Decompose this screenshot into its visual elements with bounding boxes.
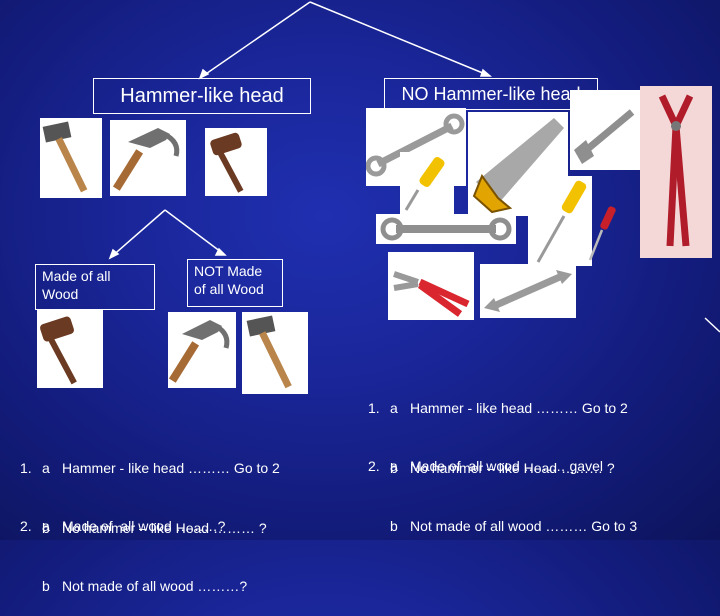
key-letter: a	[390, 400, 398, 416]
sledge-hammer-icon	[246, 315, 292, 389]
claw-hammer-icon	[112, 128, 180, 191]
box-wrench-card	[376, 214, 516, 244]
sledge-hammer-card	[40, 118, 102, 198]
gavel-icon	[40, 316, 77, 385]
adjustable-wrench-card	[570, 90, 640, 170]
sledge-hammer-card-2	[242, 312, 308, 394]
box-made-of-wood: Made of all Wood	[35, 264, 155, 310]
red-pliers-icon	[393, 271, 470, 317]
key-text: No hammer – like Head ……… ?	[410, 460, 615, 476]
key-letter: a	[42, 460, 50, 476]
red-screwdriver-card	[582, 204, 622, 264]
key-left-2: 2. a Made of all wood ………? b Not made of…	[20, 476, 247, 616]
key-text: Not made of all wood ……… Go to 3	[410, 518, 638, 534]
key-text: No hammer – like Head ……… ?	[62, 520, 267, 536]
key-letter: b	[42, 520, 50, 536]
key-number: 2.	[368, 458, 380, 474]
box-made-of-wood-label: Made of all Wood	[42, 268, 111, 302]
red-pliers-card	[388, 252, 474, 320]
key-right-1: 1. a Hammer - like head ……… Go to 2 b No…	[368, 358, 628, 498]
key-letter: b	[390, 460, 398, 476]
key-number: 1.	[368, 400, 380, 416]
pliers-icon	[658, 94, 694, 247]
gavel-card	[205, 128, 267, 196]
key-left-1: 1. a Hammer - like head ……… Go to 2 b No…	[20, 418, 280, 558]
claw-hammer-icon	[168, 320, 230, 383]
screwdriver-icon	[404, 157, 445, 211]
claw-hammer-card	[110, 120, 186, 196]
gavel-icon	[210, 132, 244, 193]
key-letter: b	[390, 518, 398, 534]
wrench-icon	[366, 113, 465, 177]
box-not-made-of-wood: NOT Made of all Wood	[187, 259, 283, 307]
key-right-2: 2. a Made of all wood ……… gavel b Not ma…	[368, 416, 637, 556]
box-wrench-icon	[380, 217, 512, 241]
open-wrench-icon	[484, 270, 572, 312]
gavel-card-2	[37, 310, 103, 388]
box-hammer-like: Hammer-like head	[93, 78, 311, 114]
key-text: Not made of all wood ………?	[62, 578, 248, 594]
key-text: Hammer - like head ……… Go to 2	[410, 400, 628, 416]
box-no-hammer-like-label: NO Hammer-like head	[401, 83, 581, 104]
key-text: Made of all wood ………?	[62, 518, 226, 534]
key-text: Made of all wood ……… gavel	[410, 458, 603, 474]
box-not-made-of-wood-label: NOT Made of all Wood	[194, 263, 264, 297]
open-wrench-card	[480, 264, 576, 318]
claw-hammer-card-2	[168, 312, 236, 388]
sledge-hammer-icon	[42, 121, 88, 193]
adjustable-wrench-icon	[574, 109, 635, 164]
key-letter: b	[42, 578, 50, 594]
key-letter: a	[390, 458, 398, 474]
hand-saw-icon	[472, 118, 564, 214]
key-number: 2.	[20, 518, 32, 534]
key-letter: a	[42, 518, 50, 534]
tree-lines	[0, 0, 720, 540]
key-text: Hammer - like head ……… Go to 2	[62, 460, 280, 476]
key-number: 1.	[20, 460, 32, 476]
box-hammer-like-label: Hammer-like head	[120, 84, 284, 107]
pliers-card	[640, 86, 712, 258]
long-screwdriver-icon	[536, 180, 587, 263]
box-no-hammer-like: NO Hammer-like head	[384, 78, 598, 110]
hand-saw-card	[468, 112, 568, 216]
screwdriver-card	[400, 152, 454, 214]
red-screwdriver-icon	[588, 206, 616, 261]
long-screwdriver-card	[528, 176, 592, 266]
